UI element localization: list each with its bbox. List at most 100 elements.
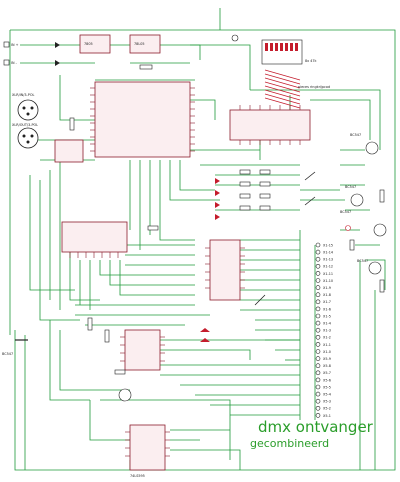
switch: [304, 171, 316, 206]
diode: [55, 42, 60, 48]
regulator-1: 7805: [79, 34, 111, 54]
t1-label: BC547: [350, 133, 361, 137]
output-terminal: [315, 256, 321, 262]
terminal: [3, 41, 10, 48]
output-terminal-label: X1-7: [323, 300, 331, 304]
output-terminal-label: X1-8: [323, 293, 331, 297]
output-terminal: [315, 370, 321, 376]
output-terminal-label: X5-1: [323, 414, 331, 418]
output-terminal-label: X1-13: [323, 258, 333, 262]
resistor-bank: [215, 169, 271, 220]
bottom-ic: 74LS595: [125, 424, 170, 478]
reg2-label: 78L05: [134, 42, 145, 46]
output-terminal-label: X5-3: [323, 400, 331, 404]
xlr-in-label: XLR/IN/3-POL: [12, 93, 34, 97]
title: dmx ontvanger: [258, 418, 374, 436]
output-terminal: [315, 363, 321, 369]
output-terminal-label: X5-9: [323, 357, 331, 361]
main-ic: [90, 81, 195, 158]
output-terminal-label: X1-1: [323, 343, 331, 347]
output-terminal: [315, 356, 321, 361]
capacitor: [114, 369, 126, 375]
resistor: [69, 117, 75, 131]
output-terminal-label: X1-6: [323, 307, 331, 311]
output-terminal: [315, 377, 321, 383]
diode: [200, 338, 210, 342]
t2-label: BC547: [345, 185, 356, 189]
output-terminal-label: X1-14: [323, 251, 333, 255]
led: [231, 34, 239, 42]
t4-label: BC547: [357, 259, 368, 263]
xlr-in: XLR/IN/3-POL: [12, 93, 39, 121]
output-terminal: [315, 278, 321, 283]
resistor: [379, 189, 385, 203]
in-plus-label: IN +: [11, 43, 19, 47]
output-terminal-label: X5-4: [323, 393, 331, 397]
xlr-out: XLR/OUT/3-POL: [12, 123, 39, 149]
output-terminal: [315, 271, 321, 276]
buffer-ic: [229, 105, 311, 145]
lower-ic: [61, 221, 128, 258]
transistor-4: BC547: [357, 259, 382, 275]
output-terminal-label: X1-11: [323, 272, 333, 276]
resistor: [104, 329, 110, 343]
output-terminal: [315, 342, 321, 347]
regulator-2: 78L05: [129, 34, 161, 54]
header-note: pieces ringkrijpcod: [298, 85, 330, 89]
output-terminal: [315, 249, 321, 255]
output-terminal-label: X5-6: [323, 378, 331, 382]
capacitor: [147, 225, 159, 231]
output-terminal: [315, 292, 321, 298]
output-terminal: [315, 327, 321, 333]
dip-label: 8x 47k: [305, 59, 317, 63]
output-terminal: [315, 306, 321, 312]
dip-switch: 8x 47k: [261, 39, 317, 65]
output-terminal: [315, 285, 321, 290]
output-terminal-label: X1-4: [323, 322, 331, 326]
t5-label: BC547: [2, 352, 13, 356]
output-terminal-label: X1-3: [323, 329, 331, 333]
output-terminal: [315, 242, 321, 248]
output-terminal-label: X1-5: [323, 314, 331, 318]
output-terminal: [315, 263, 321, 269]
diode: [200, 328, 210, 332]
output-terminal: [315, 384, 321, 390]
output-terminals: X1-15X1-14X1-13X1-12X1-11X1-10X1-9X1-8X1…: [315, 242, 333, 418]
in-min-label: IN -: [11, 61, 18, 65]
output-terminal-label: X5-7: [323, 371, 331, 375]
output-terminal: [315, 413, 321, 418]
output-terminal-label: X1-0: [323, 350, 331, 354]
output-terminal: [315, 391, 321, 397]
output-terminal: [315, 334, 321, 340]
transistor-3: BC547: [340, 210, 387, 237]
output-terminal-label: X5-2: [323, 407, 331, 411]
output-terminal: [315, 313, 321, 319]
output-terminal-label: X1-9: [323, 286, 331, 290]
capacitor: [139, 64, 153, 70]
power-input: IN + IN -: [3, 41, 60, 66]
output-terminal-label: X5-8: [323, 364, 331, 368]
switch: [254, 294, 266, 306]
t3-label: BC547: [340, 210, 351, 214]
wiring: [9, 8, 396, 471]
output-terminal: [315, 299, 321, 305]
output-terminal-label: X1-15: [323, 243, 333, 247]
output-terminal: [315, 405, 321, 411]
resistor: [87, 317, 93, 331]
xlr-out-label: XLR/OUT/3-POL: [12, 123, 38, 127]
resistor: [349, 239, 355, 251]
output-terminal-label: X5-5: [323, 385, 331, 389]
output-terminal: [315, 320, 321, 326]
led: [345, 225, 351, 231]
transistor-left: BC547: [2, 339, 28, 356]
line-driver-chip: [54, 139, 84, 163]
output-terminal: [315, 398, 321, 404]
output-terminal: [315, 349, 321, 354]
output-terminal-label: X1-2: [323, 336, 331, 340]
reg1-label: 7805: [84, 42, 93, 46]
transistor-2: BC547: [345, 185, 364, 207]
output-terminal-label: X1-10: [323, 279, 333, 283]
dip-toggles: [265, 43, 298, 51]
diode: [55, 60, 60, 66]
